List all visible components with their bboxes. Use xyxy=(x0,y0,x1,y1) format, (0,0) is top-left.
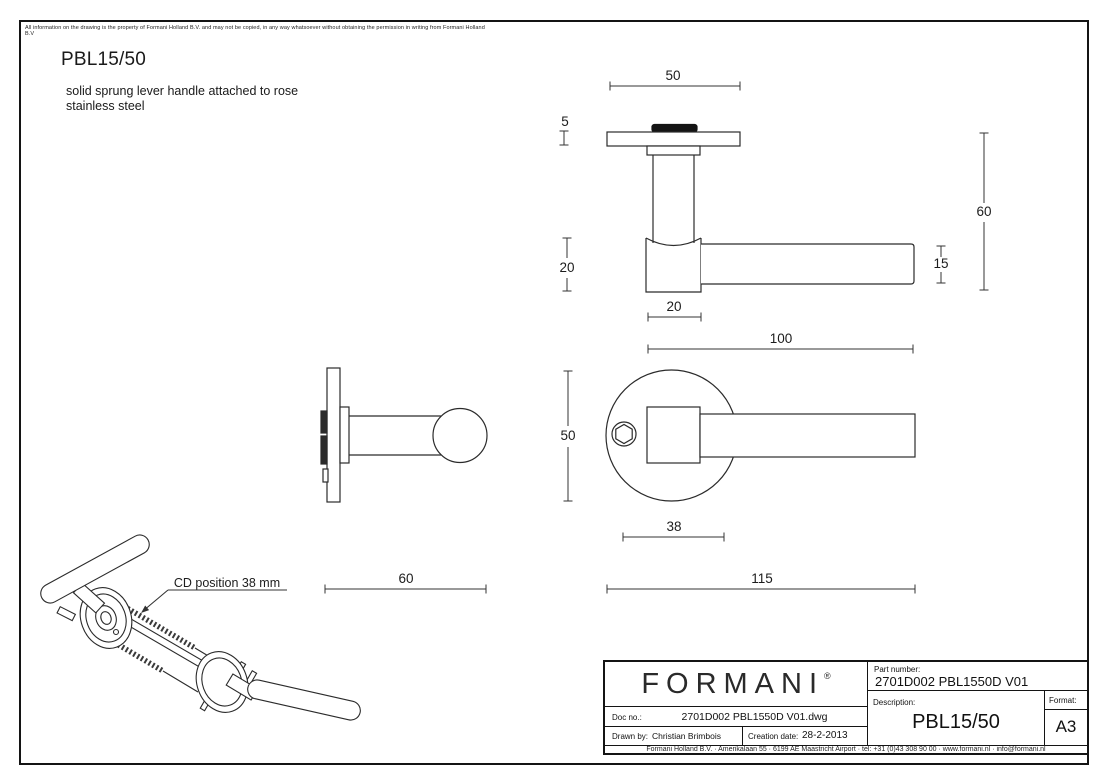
description-value: PBL15/50 xyxy=(912,711,1000,733)
dim-label: 15 xyxy=(933,256,948,271)
title-block: FORMANI® Doc no.: 2701D002 PBL1550D V01.… xyxy=(603,660,1089,755)
iso-lower-rose xyxy=(195,651,249,713)
end-collar xyxy=(339,406,350,464)
side-rose-collar xyxy=(646,145,701,156)
dim-rose-width: 50 xyxy=(609,68,741,91)
product-description: solid sprung lever handle attached to ro… xyxy=(66,84,298,114)
iso-upper-lever xyxy=(40,534,150,604)
dim-neck-width: 20 xyxy=(647,299,702,322)
side-view xyxy=(606,123,915,293)
part-number-cell: Part number: 2701D002 PBL1550D V01 xyxy=(868,662,1087,691)
company-footer: Formani Holland B.V. · Amerikalaan 55 · … xyxy=(605,745,1087,753)
side-rose-plate xyxy=(606,131,741,147)
dim-total-height: 60 xyxy=(976,132,992,291)
registered-trademark-icon: ® xyxy=(824,670,831,681)
dim-end-depth: 60 xyxy=(324,571,487,594)
product-description-line1: solid sprung lever handle attached to ro… xyxy=(66,84,299,98)
title-block-logo-cell: FORMANI® xyxy=(605,662,868,707)
dim-label: 5 xyxy=(561,114,569,129)
format-label: Format: xyxy=(1049,696,1077,705)
dim-label: 115 xyxy=(751,571,773,586)
end-lever-ball xyxy=(432,407,488,464)
dim-label: 100 xyxy=(770,331,793,346)
cell-divider xyxy=(1045,709,1087,710)
iso-screw-thread-1 xyxy=(118,601,197,651)
front-lever-bar xyxy=(699,413,916,458)
product-title: PBL15/50 xyxy=(61,49,147,70)
isometric-view xyxy=(40,534,361,721)
part-number-value: 2701D002 PBL1550D V01 xyxy=(875,674,1029,689)
formani-logo-text: FORMANI xyxy=(641,667,825,700)
dim-rose-diameter: 50 xyxy=(560,370,576,502)
side-grip-saddle-arc xyxy=(645,237,702,247)
cd-annotation-leader xyxy=(141,589,287,613)
dimensions-layer: 50 5 20 15 60 20 xyxy=(324,68,992,594)
format-cell: Format: A3 xyxy=(1045,691,1087,745)
dim-lever-length: 100 xyxy=(647,331,914,354)
doc-no-cell: Doc no.: 2701D002 PBL1550D V01.dwg xyxy=(605,707,868,727)
iso-upper-bolt xyxy=(56,605,77,622)
hex-socket-icon xyxy=(615,423,633,445)
product-description-line2: stainless steel xyxy=(66,99,145,113)
doc-no-value: 2701D002 PBL1550D V01.dwg xyxy=(681,711,828,723)
side-lever-bar xyxy=(701,243,915,285)
dim-label: 20 xyxy=(666,299,681,314)
dim-bar-height: 15 xyxy=(933,245,949,284)
drawing-border-frame xyxy=(19,20,1089,765)
front-view xyxy=(605,369,916,502)
description-cell: Description: PBL15/50 xyxy=(868,691,1045,745)
drawn-by-value: Christian Brimbois xyxy=(652,731,721,741)
cd-annotation-label: CD position 38 mm xyxy=(174,576,280,590)
disclaimer-text: All information on the drawing is the pr… xyxy=(25,25,485,37)
side-spring-cap xyxy=(651,123,698,133)
end-spindle-detail xyxy=(320,410,328,434)
dim-total-length: 115 xyxy=(606,571,916,594)
iso-upper-rose-screw-hole xyxy=(112,628,120,636)
end-rose-plate xyxy=(326,367,341,503)
dim-cd-offset: 38 xyxy=(622,519,725,542)
end-screw-detail xyxy=(320,435,328,465)
creation-date-value: 28-2-2013 xyxy=(802,730,848,741)
dim-label: 50 xyxy=(560,428,575,443)
drawn-by-cell: Drawn by: Christian Brimbois Creation da… xyxy=(605,727,868,745)
dim-label: 60 xyxy=(398,571,413,586)
dim-label: 50 xyxy=(665,68,680,83)
dim-label: 60 xyxy=(976,204,991,219)
part-number-label: Part number: xyxy=(874,665,921,674)
iso-lower-lever xyxy=(247,679,361,721)
formani-logo: FORMANI® xyxy=(641,667,831,700)
doc-no-label: Doc no.: xyxy=(612,713,642,722)
dim-label: 20 xyxy=(559,260,574,275)
end-view xyxy=(320,367,488,503)
iso-screw-shaft-2 xyxy=(162,670,199,693)
cell-divider xyxy=(742,727,743,745)
creation-date-label: Creation date: xyxy=(748,732,799,741)
dim-grip-height: 20 xyxy=(559,237,575,292)
dim-label: 38 xyxy=(666,519,681,534)
dim-rose-thickness: 5 xyxy=(559,114,569,146)
format-value: A3 xyxy=(1055,717,1077,736)
description-label: Description: xyxy=(873,698,916,707)
end-spring-detail xyxy=(322,468,329,483)
drawn-by-label: Drawn by: xyxy=(612,732,649,741)
front-grip-block xyxy=(646,406,701,464)
